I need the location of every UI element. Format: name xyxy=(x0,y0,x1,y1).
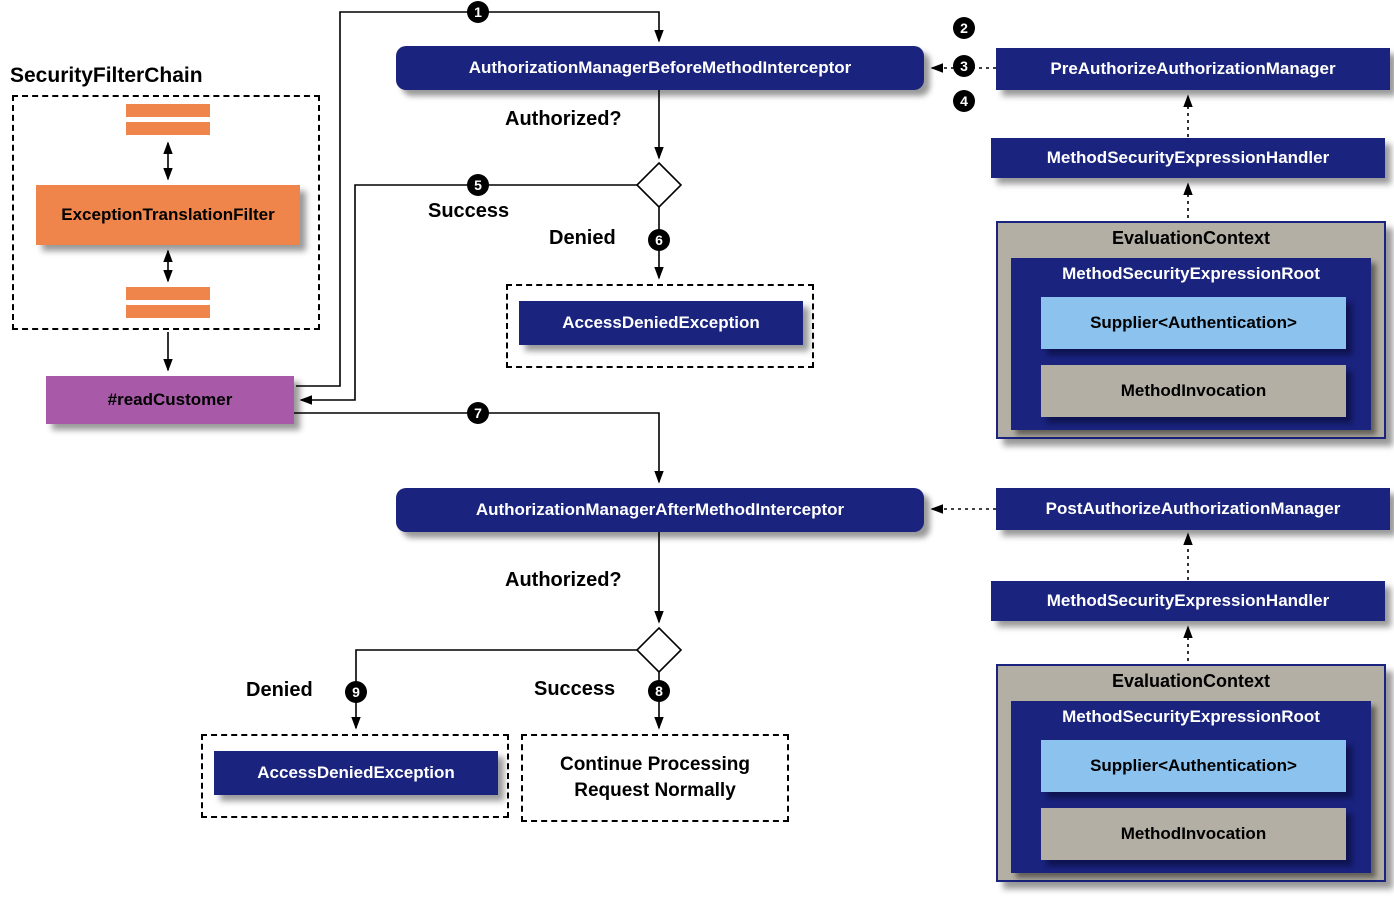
expression-handler-top-label: MethodSecurityExpressionHandler xyxy=(1046,148,1330,167)
method-invocation-bottom-box: MethodInvocation xyxy=(1041,808,1346,860)
method-security-expression-handler-top-box: MethodSecurityExpressionHandler xyxy=(991,138,1385,178)
expression-root-bottom-title: MethodSecurityExpressionRoot xyxy=(1062,707,1320,726)
access-denied-exception-top-box: AccessDeniedException xyxy=(519,301,803,345)
continue-processing-line2: Request Normally xyxy=(574,780,736,801)
access-denied-exception-top-label: AccessDeniedException xyxy=(562,313,760,332)
step-4-badge: 4 xyxy=(953,90,975,112)
authorization-manager-before-method-interceptor-box: AuthorizationManagerBeforeMethodIntercep… xyxy=(396,46,924,90)
evaluation-context-bottom-title: EvaluationContext xyxy=(1111,671,1271,691)
denied-bottom-label: Denied xyxy=(246,679,313,701)
access-denied-exception-top-container: AccessDeniedException xyxy=(506,284,814,368)
method-invocation-bottom-label: MethodInvocation xyxy=(1120,824,1267,843)
exception-translation-filter-label: ExceptionTranslationFilter xyxy=(61,205,275,224)
pre-authorize-authorization-manager-box: PreAuthorizeAuthorizationManager xyxy=(996,48,1390,90)
filter-bar xyxy=(126,287,210,300)
access-denied-exception-bottom-container: AccessDeniedException xyxy=(201,734,509,818)
method-security-expression-root-top-box: MethodSecurityExpressionRoot Supplier<Au… xyxy=(1011,258,1371,430)
expression-handler-bottom-label: MethodSecurityExpressionHandler xyxy=(1046,591,1330,610)
pre-authorize-label: PreAuthorizeAuthorizationManager xyxy=(1050,59,1336,78)
continue-processing-box: Continue Processing Request Normally xyxy=(521,734,789,822)
after-interceptor-label: AuthorizationManagerAfterMethodIntercept… xyxy=(475,500,845,519)
access-denied-exception-bottom-label: AccessDeniedException xyxy=(257,763,455,782)
authorization-manager-after-method-interceptor-box: AuthorizationManagerAfterMethodIntercept… xyxy=(396,488,924,532)
supplier-authentication-top-box: Supplier<Authentication> xyxy=(1041,297,1346,349)
supplier-authentication-bottom-label: Supplier<Authentication> xyxy=(1090,756,1297,775)
step-7-badge: 7 xyxy=(467,402,489,424)
evaluation-context-top-title: EvaluationContext xyxy=(1111,228,1271,248)
step-6-badge: 6 xyxy=(648,229,670,251)
filter-bar xyxy=(126,104,210,117)
arrow-readcustomer-to-before-interceptor xyxy=(296,11,664,387)
arrow-success-to-readcustomer xyxy=(299,184,637,405)
post-authorize-authorization-manager-box: PostAuthorizeAuthorizationManager xyxy=(996,488,1390,530)
read-customer-label: #readCustomer xyxy=(107,390,233,409)
exception-translation-filter-box: ExceptionTranslationFilter xyxy=(36,185,300,245)
denied-top-label: Denied xyxy=(549,227,616,249)
step-8-badge: 8 xyxy=(648,680,670,702)
post-authorize-label: PostAuthorizeAuthorizationManager xyxy=(1045,499,1341,518)
step-9-badge: 9 xyxy=(345,681,367,703)
method-security-expression-root-bottom-box: MethodSecurityExpressionRoot Supplier<Au… xyxy=(1011,701,1371,873)
filter-bar xyxy=(126,305,210,318)
method-invocation-top-box: MethodInvocation xyxy=(1041,365,1346,417)
authorized-top-label: Authorized? xyxy=(505,108,622,130)
decision-diamond-bottom xyxy=(635,626,683,674)
access-denied-exception-bottom-box: AccessDeniedException xyxy=(214,751,498,795)
method-invocation-top-label: MethodInvocation xyxy=(1120,381,1267,400)
decision-diamond-top xyxy=(635,161,683,209)
authorized-bottom-label: Authorized? xyxy=(505,569,622,591)
evaluation-context-bottom-box: EvaluationContext MethodSecurityExpressi… xyxy=(996,664,1386,882)
expression-root-top-title: MethodSecurityExpressionRoot xyxy=(1062,264,1320,283)
step-5-badge: 5 xyxy=(467,174,489,196)
success-bottom-label: Success xyxy=(534,678,616,700)
filter-bar xyxy=(126,122,210,135)
step-2-badge: 2 xyxy=(953,17,975,39)
security-filter-chain-title: SecurityFilterChain xyxy=(10,64,203,87)
security-filter-chain-box xyxy=(12,95,320,330)
before-interceptor-label: AuthorizationManagerBeforeMethodIntercep… xyxy=(468,58,852,77)
success-top-label: Success xyxy=(428,200,510,222)
evaluation-context-top-box: EvaluationContext MethodSecurityExpressi… xyxy=(996,221,1386,439)
supplier-authentication-bottom-box: Supplier<Authentication> xyxy=(1041,740,1346,792)
method-security-expression-handler-bottom-box: MethodSecurityExpressionHandler xyxy=(991,581,1385,621)
step-1-badge: 1 xyxy=(467,1,489,23)
step-3-badge: 3 xyxy=(953,55,975,77)
arrow-readcustomer-to-after-interceptor xyxy=(294,412,664,484)
supplier-authentication-top-label: Supplier<Authentication> xyxy=(1090,313,1297,332)
read-customer-box: #readCustomer xyxy=(46,376,294,424)
continue-processing-line1: Continue Processing xyxy=(559,754,751,776)
